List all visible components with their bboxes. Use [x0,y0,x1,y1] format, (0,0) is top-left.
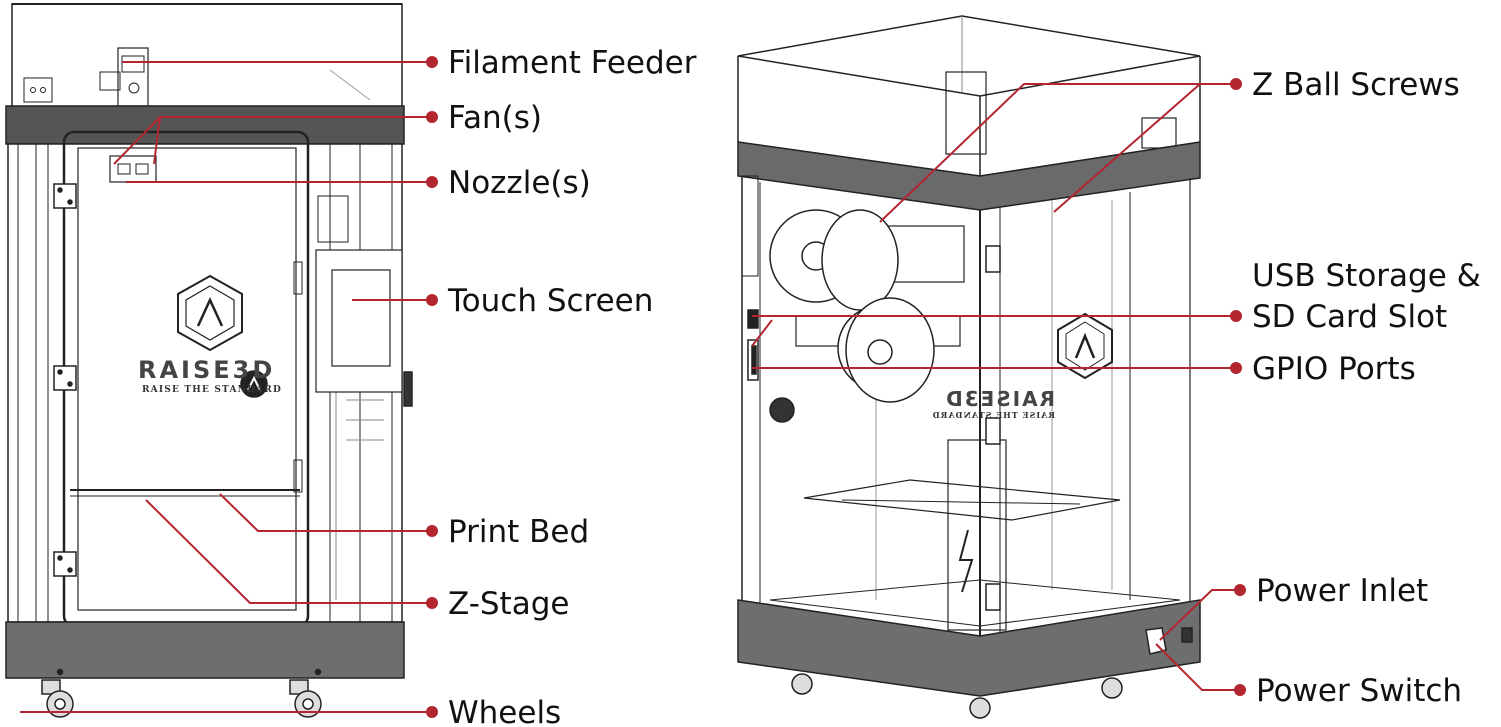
label-usb-storage-line2: SD Card Slot [1252,299,1447,335]
front-brand-text: RAISE3D [138,356,275,384]
label-touch-screen: Touch Screen [447,283,653,319]
label-nozzles: Nozzle(s) [448,165,591,201]
label-wheels: Wheels [448,695,561,727]
label-usb-storage-line1: USB Storage & [1252,258,1481,294]
iso-brand-text: RAISE3D [944,387,1055,411]
label-z-stage: Z-Stage [448,586,569,622]
leader-power-switch [1155,643,1240,691]
isometric-view-printer [737,15,1201,719]
iso-top-band [737,141,1201,211]
label-print-bed: Print Bed [448,514,589,550]
front-top-band [5,105,405,145]
iso-logo-hexagon [1057,312,1113,380]
leader-fans-2 [153,116,161,165]
label-gpio-ports: GPIO Ports [1252,351,1416,387]
raise3d-logo-hexagon [177,274,243,352]
leader-print-bed [219,493,432,532]
touch-screen-panel [315,249,403,393]
iso-base [737,599,1201,697]
leader-dots [426,56,1246,718]
leader-z-ball-screw-2 [1053,83,1201,213]
leader-power-inlet [1159,589,1240,641]
label-filament-feeder: Filament Feeder [448,45,697,81]
iso-print-bed [803,479,1121,521]
leader-z-ball-screw-1 [879,83,1236,223]
label-z-ball-screws: Z Ball Screws [1252,67,1460,103]
iso-tagline-text: RAISE THE STANDARD [932,410,1055,420]
label-power-inlet: Power Inlet [1256,573,1428,609]
leader-z-stage [145,499,432,604]
front-view-printer [5,3,413,718]
leader-lines [20,61,1240,713]
label-fans: Fan(s) [448,100,542,136]
front-base [5,621,405,679]
front-top-cover [11,3,403,109]
front-tagline-text: RAISE THE STANDARD [142,385,282,395]
front-wheels [41,679,322,718]
filament-spools [769,209,965,403]
leader-usb-storage-2 [751,319,773,347]
iso-wheels [791,673,1123,719]
label-power-switch: Power Switch [1256,673,1462,709]
